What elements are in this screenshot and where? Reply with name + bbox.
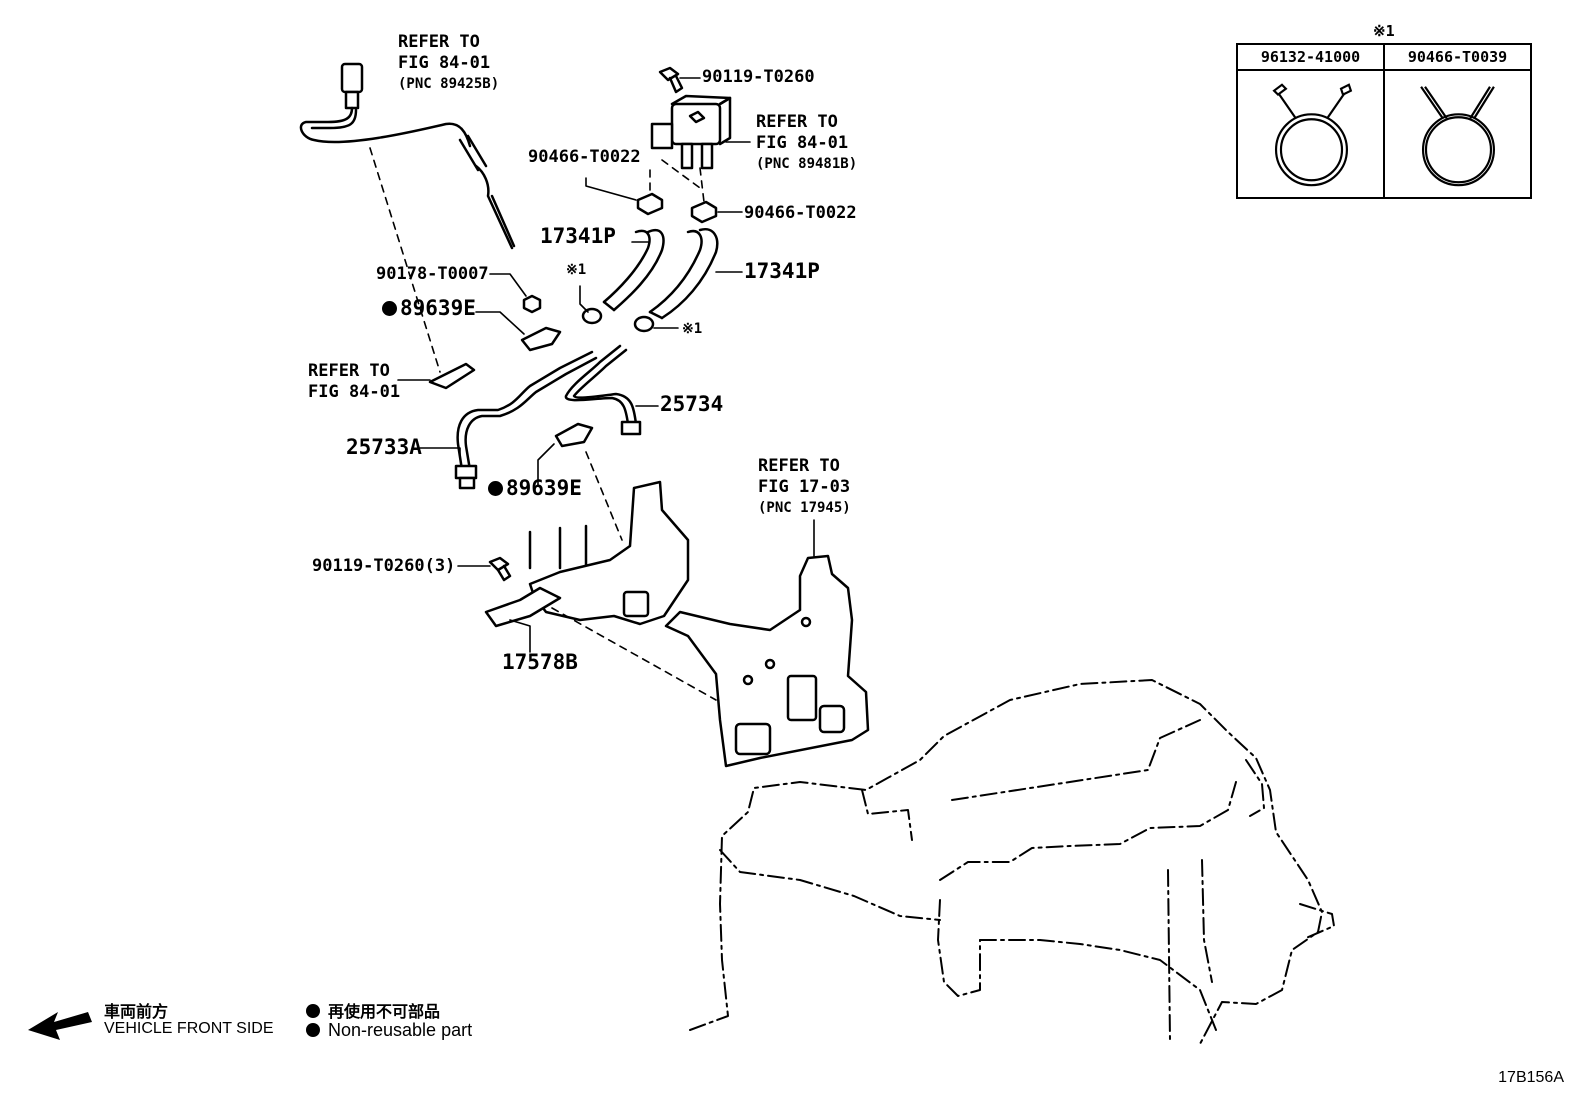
non-reusable-en-label: Non-reusable part [306,1020,472,1041]
sensor-bracket-drawing [428,362,476,390]
bolt-90119-drawing [658,66,684,94]
engine-bracket-drawing [664,554,870,768]
part-90119-t0260-3-label: 90119-T0260(3) [312,556,456,576]
clamp-90466-right-drawing [690,200,718,224]
figure-code: 17B156A [1498,1069,1564,1086]
pipe-25733a-drawing [454,350,598,490]
part-89639e-lower-label: 89639E [488,478,582,499]
part-17341p-right-label: 17341P [744,259,820,283]
inset-clamp-mark: ※1 [1373,22,1395,40]
clamp-mark-left-label: ※1 [566,262,587,278]
part-89639e-upper-label: 89639E [382,298,476,319]
refer-fig-17-03-label: REFER TO FIG 17-03 (PNC 17945) [758,456,851,516]
refer-fig-84-01-sensor-label: REFER TO FIG 84-01 (PNC 89425B) [398,32,500,92]
part-90466-t0022-left-label: 90466-T0022 [528,147,641,167]
refer-fig-84-01-bracket-label: REFER TO FIG 84-01 [308,361,401,402]
spring-clamp-right-drawing [633,315,655,333]
leader-lines [397,77,815,653]
spring-clamp-icon [1272,83,1353,187]
wire-clamp-icon [1420,86,1496,187]
non-reusable-jp-label: 再使用不可部品 [306,998,440,1022]
inset-part-number: 90466-T0039 [1385,45,1530,71]
hose-17341p-left-drawing [602,229,665,312]
engine-outline-drawing [689,679,1335,1045]
vehicle-front-en-label: VEHICLE FRONT SIDE [104,1020,274,1037]
pipe-25734-drawing [564,344,642,436]
temperature-sensor-drawing [299,62,516,250]
nut-90178-drawing [522,294,542,314]
bracket-89639e-upper-drawing [520,326,562,352]
part-17578b-label: 17578B [502,650,578,674]
bracket-17578b-drawing [484,480,690,628]
vehicle-front-arrow-icon [28,1012,92,1040]
part-90178-t0007-label: 90178-T0007 [376,264,489,284]
non-reusable-dot-icon [306,1004,320,1018]
part-25734-label: 25734 [660,392,724,416]
non-reusable-dot-icon [488,481,503,496]
part-90466-t0022-right-label: 90466-T0022 [744,203,857,223]
inset-column-96132: 96132-41000 [1238,45,1383,197]
non-reusable-dot-icon [382,301,397,316]
spring-clamp-left-drawing [581,307,603,325]
inset-column-90466: 90466-T0039 [1383,45,1530,197]
part-90119-t0260-label: 90119-T0260 [702,67,815,87]
refer-fig-84-01-pressure-label: REFER TO FIG 84-01 (PNC 89481B) [756,112,858,172]
part-25733a-label: 25733A [346,435,422,459]
vehicle-front-jp-label: 車両前方 [104,1002,169,1021]
hose-17341p-right-drawing [648,227,719,320]
clamp-inset-table: 96132-41000 90466-T0039 [1236,43,1532,199]
assembly-dashed-lines [369,147,717,701]
bracket-89639e-lower-drawing [554,422,594,448]
clamp-mark-right-label: ※1 [682,321,703,337]
bolt-90119-3-drawing [488,556,512,582]
non-reusable-dot-icon [306,1023,320,1037]
clamp-90466-left-drawing [636,192,664,216]
pressure-sensor-drawing [650,94,732,170]
inset-part-number: 96132-41000 [1238,45,1383,71]
part-17341p-left-label: 17341P [540,224,616,248]
